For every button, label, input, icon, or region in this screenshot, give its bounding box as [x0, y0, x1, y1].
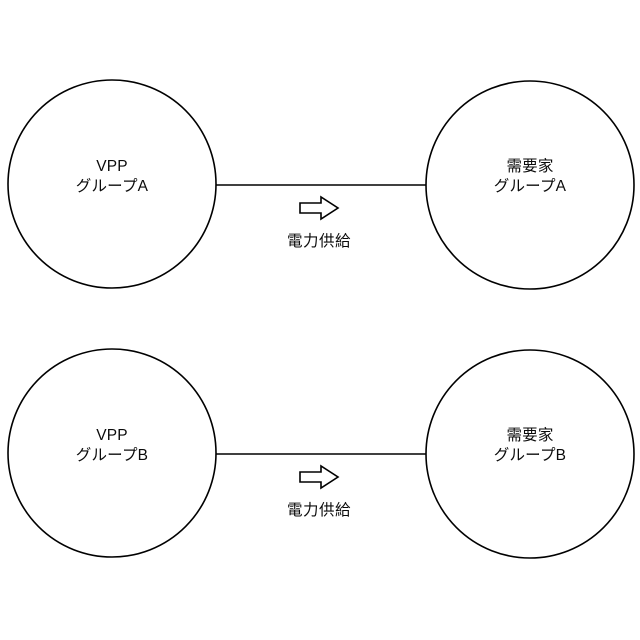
arrow-right-icon-row-a: [299, 195, 340, 221]
node-circle-vpp-group-b[interactable]: [7, 348, 217, 558]
node-circle-consumer-group-a[interactable]: [425, 80, 635, 290]
node-circle-consumer-group-b[interactable]: [425, 349, 635, 559]
node-circle-vpp-group-a[interactable]: [7, 79, 217, 289]
arrow-right-icon-row-b: [299, 464, 340, 490]
